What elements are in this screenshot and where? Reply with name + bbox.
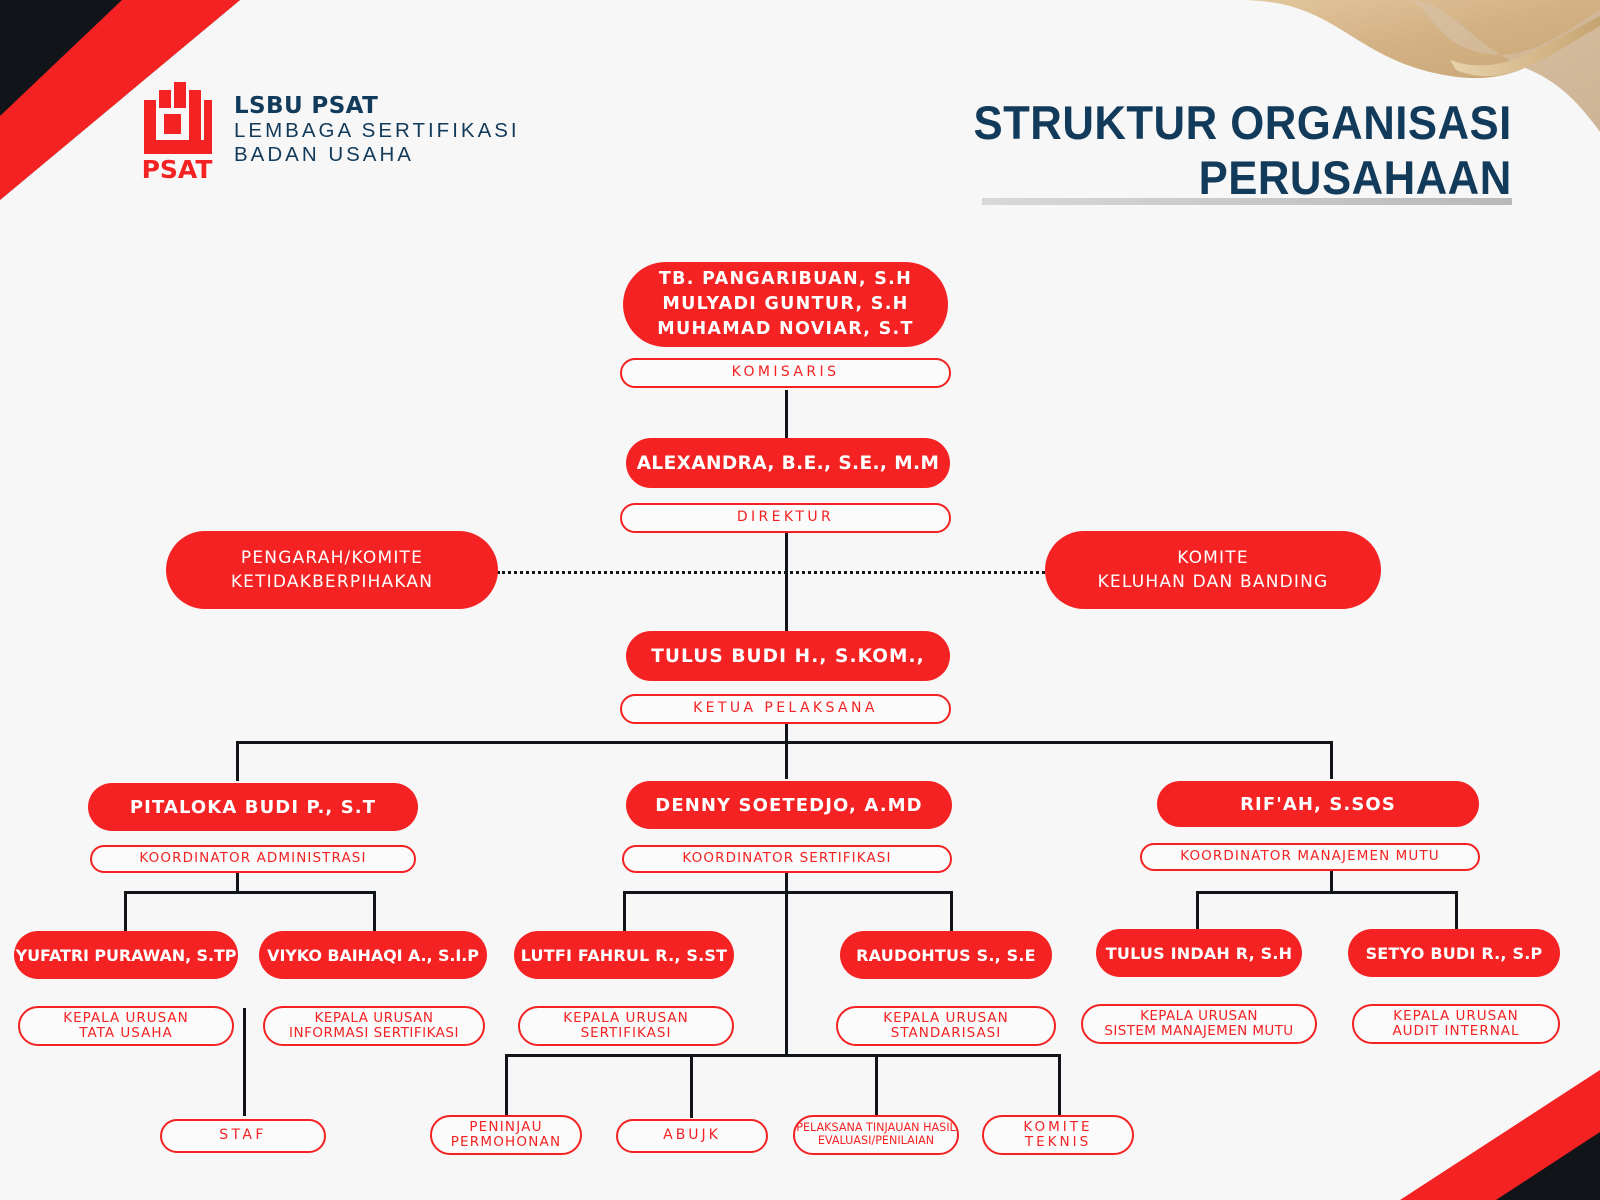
node-kaur-sistem-manajemen-mutu[interactable]: TULUS INDAH R, S.H [1096, 929, 1302, 977]
node-koordinator-manajemen-mutu[interactable]: RIF'AH, S.SOS [1157, 781, 1479, 827]
node-koordinator-sertifikasi-role[interactable]: KOORDINATOR SERTIFIKASI [622, 845, 952, 873]
connector-to-kaur-sistem-manajemen-mutu [1196, 891, 1199, 931]
node-kaur-sertifikasi[interactable]: LUTFI FAHRUL R., S.ST [514, 931, 734, 979]
connector-bus-to-koord-manajemen-mutu [1330, 741, 1333, 779]
komisaris-name-3: MUHAMAD NOVIAR, S.T [657, 318, 914, 339]
node-kaur-informasi-sertifikasi-role[interactable]: KEPALA URUSAN INFORMASI SERTIFIKASI [263, 1006, 485, 1046]
kaur-sertifikasi-role-2: SERTIFIKASI [580, 1025, 672, 1041]
node-komisaris-role[interactable]: KOMISARIS [620, 358, 951, 388]
node-kaur-standarisasi[interactable]: RAUDOHTUS S., S.E [840, 931, 1052, 979]
connector-manajemen-mutu-bus [1196, 891, 1458, 894]
connector-to-kaur-audit-internal [1455, 891, 1458, 931]
kaur-smm-role-1: KEPALA URUSAN [1140, 1007, 1258, 1024]
page-title: STRUKTUR ORGANISASI PERUSAHAAN [974, 96, 1512, 205]
connector-sertifikasi-deep-drop [785, 891, 788, 1056]
connector-to-kaur-tata-usaha [124, 891, 127, 931]
node-direktur-role[interactable]: DIREKTUR [620, 503, 951, 533]
logo-subtitle-line2: BADAN USAHA [234, 143, 414, 167]
kaur-tata-usaha-role-2: TATA USAHA [79, 1025, 173, 1041]
connector-to-kaur-sertifikasi [623, 891, 626, 931]
node-kaur-audit-internal-role[interactable]: KEPALA URUSAN AUDIT INTERNAL [1352, 1004, 1560, 1044]
connector-to-abujk [690, 1054, 693, 1118]
page-title-line2: PERUSAHAAN [1198, 150, 1512, 204]
node-kaur-tata-usaha-role[interactable]: KEPALA URUSAN TATA USAHA [18, 1006, 234, 1046]
connector-to-kaur-standarisasi [950, 891, 953, 931]
connector-sertifikasi-drop [785, 873, 788, 893]
svg-text:PSAT: PSAT [142, 155, 213, 182]
komite-teknis-line2: TEKNIS [1024, 1134, 1092, 1150]
kaur-audit-role-1: KEPALA URUSAN [1393, 1007, 1519, 1024]
pelaksana-line2: EVALUASI/PENILAIAN [817, 1134, 935, 1147]
komite-keluhan-line1: KOMITE [1177, 547, 1249, 568]
komisaris-name-2: MULYADI GUNTUR, S.H [662, 294, 909, 315]
komisaris-name-1: TB. PANGARIBUAN, S.H [658, 269, 913, 290]
kaur-audit-role-2: AUDIT INTERNAL [1392, 1023, 1520, 1039]
connector-to-peninjau-permohonan [505, 1054, 508, 1118]
node-komisaris[interactable]: TB. PANGARIBUAN, S.H MULYADI GUNTUR, S.H… [623, 262, 948, 347]
node-direktur[interactable]: ALEXANDRA, B.E., S.E., M.M [626, 438, 950, 488]
connector-to-pelaksana-tinjauan [875, 1054, 878, 1118]
connector-tata-usaha-to-staf [243, 1008, 246, 1116]
logo-title: LSBU PSAT [234, 92, 379, 119]
pengarah-line1: PENGARAH/KOMITE [240, 547, 424, 568]
kaur-sertifikasi-role-1: KEPALA URUSAN [563, 1009, 689, 1026]
node-pelaksana-tinjauan-hasil-evaluasi[interactable]: PELAKSANA TINJAUAN HASIL EVALUASI/PENILA… [793, 1115, 959, 1155]
kaur-smm-role-2: SISTEM MANAJEMEN MUTU [1104, 1023, 1294, 1039]
connector-sertifikasi-bus [623, 891, 953, 894]
node-koordinator-administrasi[interactable]: PITALOKA BUDI P., S.T [88, 783, 418, 831]
node-ketua-pelaksana[interactable]: TULUS BUDI H., S.KOM., [626, 631, 950, 681]
connector-direktur-ketua [785, 533, 788, 633]
title-underline-rule [982, 198, 1512, 205]
node-koordinator-sertifikasi[interactable]: DENNY SOETEDJO, A.MD [626, 781, 952, 829]
page-title-line1: STRUKTUR ORGANISASI [973, 96, 1512, 149]
brand-logo-block: PSAT LSBU PSAT LEMBAGA SERTIFIKASI BADAN… [138, 78, 520, 184]
node-pengarah-komite-ketidakberpihakan[interactable]: PENGARAH/KOMITE KETIDAKBERPIHAKAN [166, 531, 498, 609]
node-kaur-sertifikasi-role[interactable]: KEPALA URUSAN SERTIFIKASI [518, 1006, 734, 1046]
komite-teknis-line1: KOMITE [1023, 1118, 1093, 1135]
connector-komisaris-direktur [785, 390, 788, 440]
node-ketua-pelaksana-role[interactable]: KETUA PELAKSANA [620, 694, 951, 724]
node-kaur-standarisasi-role[interactable]: KEPALA URUSAN STANDARISASI [836, 1006, 1056, 1046]
connector-direktur-pengarah-dotted [497, 571, 787, 574]
connector-manajemen-mutu-drop [1330, 871, 1333, 893]
peninjau-line1: PENINJAU [469, 1118, 543, 1135]
connector-administrasi-drop [236, 873, 239, 893]
node-komite-keluhan-dan-banding[interactable]: KOMITE KELUHAN DAN BANDING [1045, 531, 1381, 609]
kaur-tata-usaha-role-1: KEPALA URUSAN [63, 1009, 189, 1026]
node-peninjau-permohonan[interactable]: PENINJAU PERMOHONAN [430, 1115, 582, 1155]
kaur-standarisasi-role-1: KEPALA URUSAN [883, 1009, 1009, 1026]
connector-to-komite-teknis [1058, 1054, 1061, 1118]
node-kaur-tata-usaha[interactable]: YUFATRI PURAWAN, S.TP [14, 931, 238, 979]
kaur-informasi-role-2: INFORMASI SERTIFIKASI [289, 1025, 459, 1041]
connector-coordinator-bus [236, 741, 1332, 744]
kaur-informasi-role-1: KEPALA URUSAN [314, 1009, 434, 1026]
connector-direktur-komite-keluhan-dotted [785, 571, 1045, 574]
node-kaur-sistem-manajemen-mutu-role[interactable]: KEPALA URUSAN SISTEM MANAJEMEN MUTU [1081, 1004, 1317, 1044]
komite-keluhan-line2: KELUHAN DAN BANDING [1097, 572, 1329, 592]
node-kaur-audit-internal[interactable]: SETYO BUDI R., S.P [1348, 929, 1560, 977]
connector-bus-to-koord-sertifikasi [785, 741, 788, 779]
connector-to-kaur-informasi-sertifikasi [373, 891, 376, 931]
gold-wave-decoration [1200, 0, 1600, 132]
kaur-standarisasi-role-2: STANDARISASI [890, 1025, 1002, 1041]
psat-logo-icon: PSAT [138, 78, 216, 184]
pelaksana-line1: PELAKSANA TINJAUAN HASIL [796, 1121, 956, 1135]
peninjau-line2: PERMOHONAN [450, 1134, 562, 1150]
connector-leaf-bus [505, 1054, 1060, 1057]
connector-bus-to-koord-administrasi [236, 741, 239, 781]
node-staf[interactable]: STAF [160, 1119, 326, 1153]
node-abujk[interactable]: ABUJK [616, 1119, 768, 1153]
connector-ketua-drop [785, 724, 788, 743]
logo-subtitle-line1: LEMBAGA SERTIFIKASI [234, 119, 520, 143]
node-komite-teknis[interactable]: KOMITE TEKNIS [982, 1115, 1134, 1155]
node-koordinator-manajemen-mutu-role[interactable]: KOORDINATOR MANAJEMEN MUTU [1140, 843, 1480, 871]
node-koordinator-administrasi-role[interactable]: KOORDINATOR ADMINISTRASI [90, 845, 416, 873]
node-kaur-informasi-sertifikasi[interactable]: VIYKO BAIHAQI A., S.I.P [259, 931, 487, 979]
connector-administrasi-bus [124, 891, 376, 894]
pengarah-line2: KETIDAKBERPIHAKAN [230, 572, 434, 592]
